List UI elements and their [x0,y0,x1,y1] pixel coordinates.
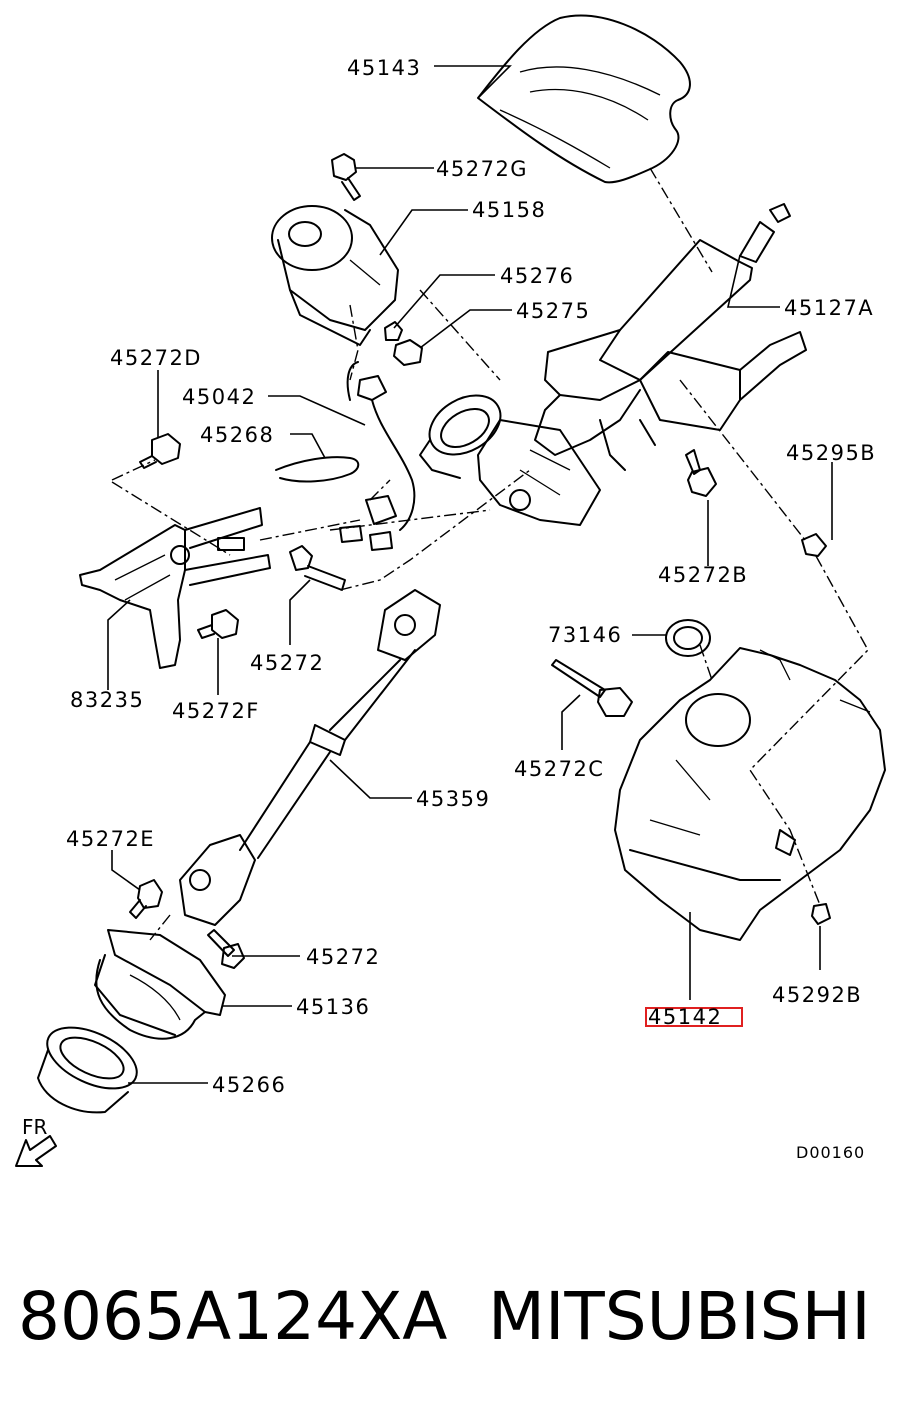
caption: 8065A124XA MITSUBISHI [18,1272,898,1362]
upper-column-cover-drawing [477,14,691,184]
bolt-45272e-drawing [129,879,163,919]
label-45272f: 45272F [172,699,260,723]
label-45292b: 45292B [772,983,862,1007]
grommet-73146-drawing [665,619,711,657]
seal-45266-drawing [37,1026,138,1114]
highlight-box [645,1007,743,1027]
part-labels: 45143 45272G 45158 45276 45275 45127A 45… [66,56,876,1097]
steering-column-drawing [534,203,807,471]
column-boot-drawing [94,929,226,1040]
label-45272d: 45272D [110,346,202,370]
label-45272c: 45272C [514,757,604,781]
label-45275: 45275 [516,299,590,323]
label-45272-lower: 45272 [306,945,380,969]
diagram-code: D00160 [796,1143,865,1162]
fr-arrow-icon [15,1135,57,1167]
label-45158: 45158 [472,198,546,222]
brand-name: MITSUBISHI [488,1278,871,1355]
label-45142-highlighted: 45142 [648,1005,722,1029]
label-45276: 45276 [500,264,574,288]
bolt-45272g-drawing [331,153,361,201]
column-housing-drawing [477,419,601,526]
clip-45295b-drawing [801,533,827,557]
fr-label: FR [22,1115,48,1139]
label-45127a: 45127A [784,296,874,320]
label-45295b: 45295B [786,441,876,465]
bolt-45272f-drawing [197,609,239,639]
bolt-45272c-drawing [551,659,633,717]
bolt-45272b-drawing [685,449,717,497]
label-45268: 45268 [200,423,274,447]
label-45272-upper: 45272 [250,651,324,675]
front-direction-indicator: FR [15,1115,57,1167]
label-45266: 45266 [212,1073,286,1097]
ignition-switch-drawing [271,205,399,346]
label-45272b: 45272B [658,563,748,587]
label-45143: 45143 [347,56,421,80]
label-45042: 45042 [182,385,256,409]
bolt-45272-upper-drawing [289,545,346,591]
label-45136: 45136 [296,995,370,1019]
assembly-lines [111,167,869,941]
intermediate-shaft-drawing [179,589,441,926]
label-45272e: 45272E [66,827,155,851]
clips-45276-45275-drawing [384,321,423,366]
bolt-45272d-drawing [139,433,181,469]
label-83235: 83235 [70,688,144,712]
wire-harness-drawing [275,361,416,551]
clock-spring-ring-drawing [419,394,502,479]
clip-45292b-drawing [811,903,831,925]
bracket-83235-drawing [79,507,271,669]
lower-column-cover-drawing [614,647,886,941]
label-45359: 45359 [416,787,490,811]
leader-lines [107,65,833,1084]
bolt-45272-lower-drawing [207,929,245,969]
label-45272g: 45272G [436,157,528,181]
part-number: 8065A124XA [18,1278,448,1355]
label-73146: 73146 [548,623,622,647]
